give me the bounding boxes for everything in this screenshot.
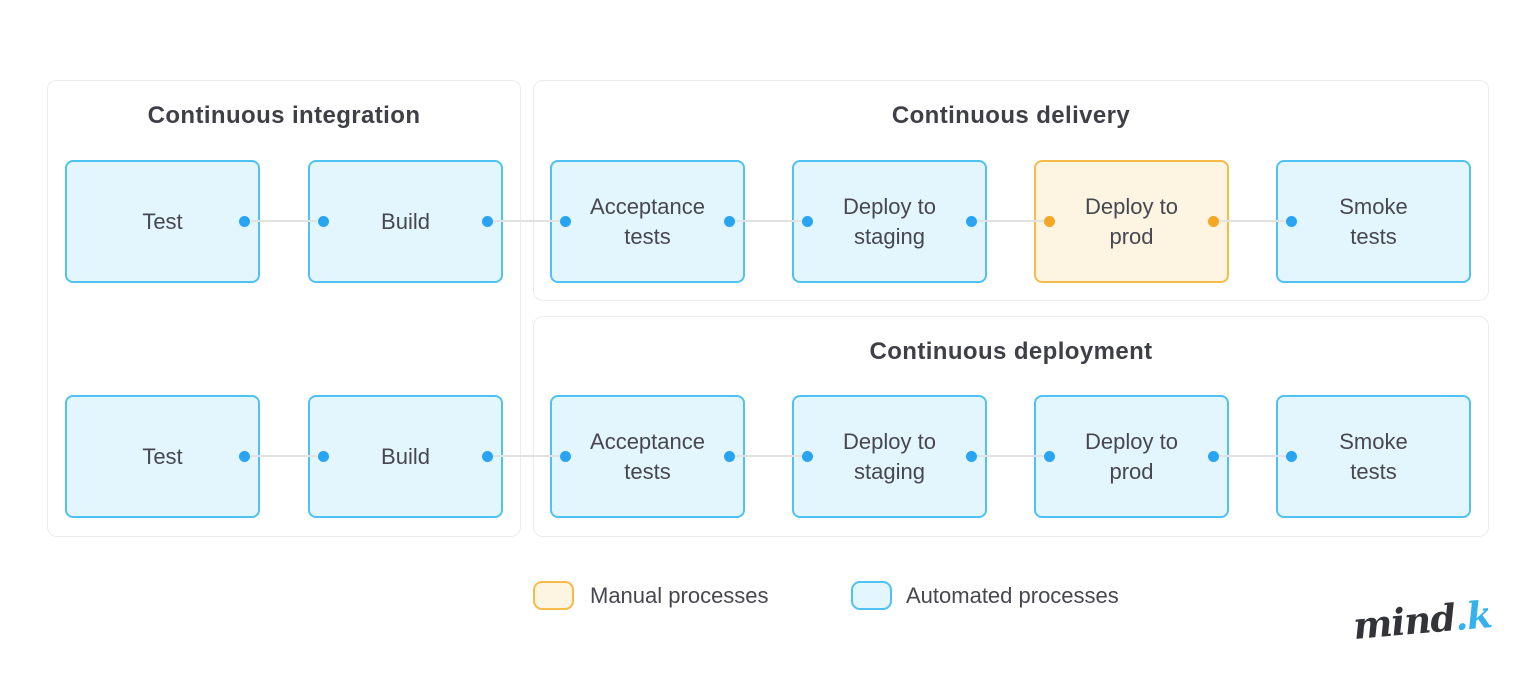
connector-dot [560, 451, 571, 462]
connector-dot [1286, 216, 1297, 227]
process-box-label: Test [142, 443, 183, 469]
connector-line [977, 220, 1044, 222]
connector-dot [1044, 216, 1055, 227]
connector-dot [318, 216, 329, 227]
panel-title: Continuous delivery [891, 102, 1131, 129]
process-box-test-ci-top: Test [65, 160, 260, 283]
connector-dot [724, 451, 735, 462]
mindk-logo: mind.k [1352, 592, 1494, 648]
connector-line [493, 455, 560, 457]
process-box-label: Build [381, 443, 430, 469]
legend-label-manual: Manual processes [590, 583, 769, 608]
process-box-label: Test [142, 208, 183, 234]
connector-dot [1208, 216, 1219, 227]
legend-label-automated: Automated processes [906, 583, 1119, 608]
connector-dot [966, 216, 977, 227]
connector-dot [802, 451, 813, 462]
connector-line [493, 220, 560, 222]
connector-dot [802, 216, 813, 227]
connector-line [251, 455, 317, 457]
connector-line [735, 220, 802, 222]
connector-dot [239, 451, 250, 462]
panel-title: Continuous integration [147, 102, 421, 129]
connector-dot [318, 451, 329, 462]
mindk-logo-word: mind [1351, 595, 1458, 648]
connector-line [735, 455, 802, 457]
legend-swatch-automated [851, 581, 892, 610]
connector-dot [1208, 451, 1219, 462]
connector-line [977, 455, 1044, 457]
connector-dot [239, 216, 250, 227]
connector-line [1219, 220, 1286, 222]
legend-swatch-manual [533, 581, 574, 610]
connector-dot [1286, 451, 1297, 462]
connector-dot [482, 451, 493, 462]
connector-dot [1044, 451, 1055, 462]
connector-dot [560, 216, 571, 227]
connector-line [1219, 455, 1286, 457]
connector-dot [482, 216, 493, 227]
connector-dot [724, 216, 735, 227]
process-box-test-ci-bottom: Test [65, 395, 260, 518]
connector-dot [966, 451, 977, 462]
process-box-label: Build [381, 208, 430, 234]
panel-title: Continuous deployment [869, 338, 1153, 365]
mindk-logo-suffix: .k [1453, 592, 1494, 640]
process-box-build-ci-top: Build [308, 160, 503, 283]
connector-line [251, 220, 317, 222]
process-box-build-ci-bottom: Build [308, 395, 503, 518]
